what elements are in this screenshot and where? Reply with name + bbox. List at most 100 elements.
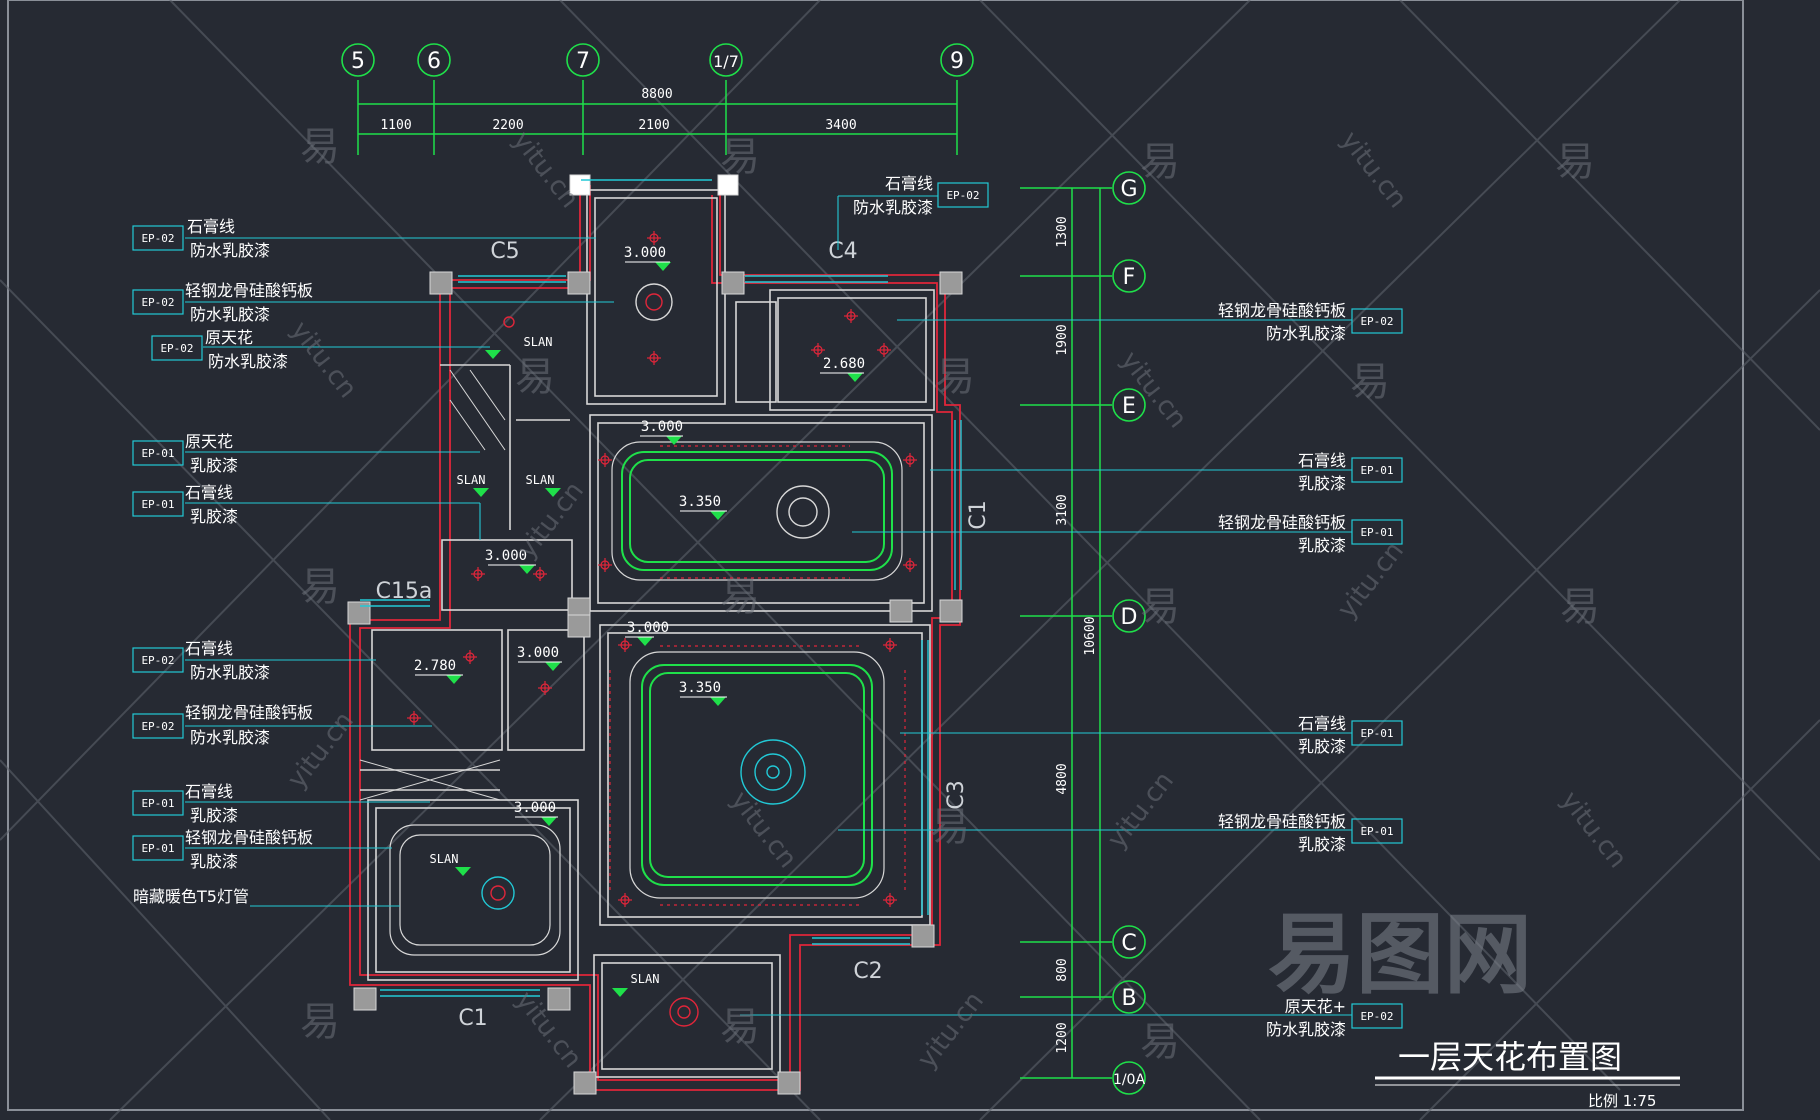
watermark-char: 易	[1555, 139, 1595, 185]
elevation-label: 3.350	[679, 680, 721, 696]
material-code: EP-02	[160, 342, 193, 355]
grid-label-1-0a: 1/0A	[1113, 1072, 1146, 1088]
watermark: 易 易 易 易 易 易 易 易 易 易 易 易 易 易 易 易图网 yitu.c…	[282, 124, 1633, 1074]
callout-line1: 石膏线	[185, 483, 233, 502]
interior-walls	[360, 189, 935, 1078]
callout-line1: 石膏线	[187, 217, 235, 236]
material-code: EP-01	[1360, 464, 1393, 477]
material-code: EP-01	[141, 447, 174, 460]
top-dimension-lines	[357, 80, 958, 155]
callout-line1: 石膏线	[1298, 714, 1346, 733]
left-callout-list	[132, 225, 203, 861]
grid-label-d: D	[1121, 605, 1138, 630]
callout-line1: 石膏线	[1298, 451, 1346, 470]
right-dimension-segment: 4800	[1055, 763, 1070, 794]
watermark-char: 易	[720, 1004, 760, 1050]
grid-label-e: E	[1122, 394, 1136, 419]
right-grid-bubbles	[1112, 171, 1146, 1095]
right-dimension-lines	[1020, 187, 1112, 1079]
cove-outlines	[389, 441, 903, 956]
material-code: EP-01	[1360, 526, 1393, 539]
drawing-title: 一层天花布置图	[1398, 1038, 1622, 1076]
grid-label-7: 7	[576, 49, 590, 74]
callout-line2: 乳胶漆	[190, 456, 238, 475]
callout-line2: 乳胶漆	[190, 806, 238, 825]
watermark-domain: yitu.cn	[912, 986, 990, 1074]
watermark-char: 易	[1350, 359, 1390, 405]
top-grid-bubbles	[341, 43, 974, 77]
elevation-underlines	[415, 261, 864, 818]
callout-line2: 防水乳胶漆	[190, 241, 270, 260]
callout-line2: 防水乳胶漆	[1266, 1020, 1346, 1039]
material-code: EP-01	[141, 842, 174, 855]
callout-line1: 石膏线	[185, 782, 233, 801]
grid-label-b: B	[1121, 986, 1136, 1011]
window-tag-c4: C4	[828, 239, 857, 264]
callout-line2: 防水乳胶漆	[1266, 324, 1346, 343]
elevation-label: 2.780	[414, 658, 456, 674]
watermark-char: 易	[1140, 1019, 1180, 1065]
drawing-frame	[7, 0, 1744, 1111]
slan-label: SLAN	[526, 473, 555, 487]
watermark-domain: yitu.cn	[284, 316, 362, 404]
watermark-char: 易	[720, 134, 760, 180]
elevation-label: 3.350	[679, 494, 721, 510]
watermark-char: 易	[515, 354, 555, 400]
callout-line2: 防水乳胶漆	[208, 352, 288, 371]
callout-line2: 防水乳胶漆	[853, 198, 933, 217]
right-callout-list	[937, 182, 1403, 1029]
window-tag-c3: C3	[944, 780, 969, 809]
elevation-label: 3.000	[627, 620, 669, 636]
floor-plan: C5 C4 C15a C1 C3 C1 C2	[347, 174, 991, 1095]
callout-line1: 原天花	[205, 328, 253, 347]
callout-line2: 防水乳胶漆	[190, 305, 270, 324]
right-dimension-segment: 1300	[1055, 216, 1070, 247]
downlights	[407, 231, 917, 907]
watermark-char: 易	[1560, 584, 1600, 630]
watermark-char: 易	[300, 999, 340, 1045]
material-code: EP-02	[1360, 315, 1393, 328]
watermark-domain: yitu.cn	[1334, 126, 1412, 214]
drawing-scale: 比例 1:75	[1588, 1092, 1656, 1110]
callout-line2: 乳胶漆	[1298, 474, 1346, 493]
material-code: EP-01	[1360, 727, 1393, 740]
grid-label-9: 9	[950, 49, 964, 74]
material-code: EP-02	[141, 296, 174, 309]
ceiling-coves	[621, 451, 893, 886]
window-tag-c1-bottom: C1	[458, 1006, 487, 1031]
window-tag-c5: C5	[490, 239, 519, 264]
right-leader-lines	[740, 195, 1352, 1016]
elevation-label: 3.000	[514, 800, 556, 816]
grid-label-c: C	[1121, 931, 1136, 956]
watermark-char: 易	[300, 564, 340, 610]
grid-label-1-7: 1/7	[713, 52, 739, 71]
right-dimension-segment: 1900	[1055, 324, 1070, 355]
grid-label-g: G	[1120, 177, 1137, 202]
elevation-label: 2.680	[823, 356, 865, 372]
columns	[347, 174, 963, 1095]
watermark-domain: yitu.cn	[506, 126, 584, 214]
right-overall-dimension: 10600	[1083, 616, 1098, 655]
slan-label: SLAN	[430, 852, 459, 866]
top-overall-dimension: 8800	[641, 87, 672, 102]
callout-line2: 防水乳胶漆	[190, 663, 270, 682]
watermark-domain: yitu.cn	[1554, 786, 1632, 874]
callout-line2: 防水乳胶漆	[190, 728, 270, 747]
right-dimension-segment: 800	[1055, 958, 1070, 981]
watermark-char: 易	[1140, 584, 1180, 630]
callout-line2: 乳胶漆	[1298, 536, 1346, 555]
top-dimension-segment: 3400	[825, 118, 856, 133]
slan-label: SLAN	[457, 473, 486, 487]
material-code: EP-02	[1360, 1010, 1393, 1023]
callout-line1: 原天花	[185, 432, 233, 451]
material-code: EP-02	[141, 654, 174, 667]
callout-line1: 轻钢龙骨硅酸钙板	[185, 703, 313, 722]
callout-line1: 轻钢龙骨硅酸钙板	[1218, 301, 1346, 320]
window-tag-c2: C2	[853, 959, 882, 984]
grid-label-6: 6	[427, 49, 441, 74]
callout-line1: 轻钢龙骨硅酸钙板	[185, 281, 313, 300]
grid-label-f: F	[1123, 265, 1136, 290]
watermark-char: 易	[300, 124, 340, 170]
watermark-char: 易	[720, 574, 760, 620]
